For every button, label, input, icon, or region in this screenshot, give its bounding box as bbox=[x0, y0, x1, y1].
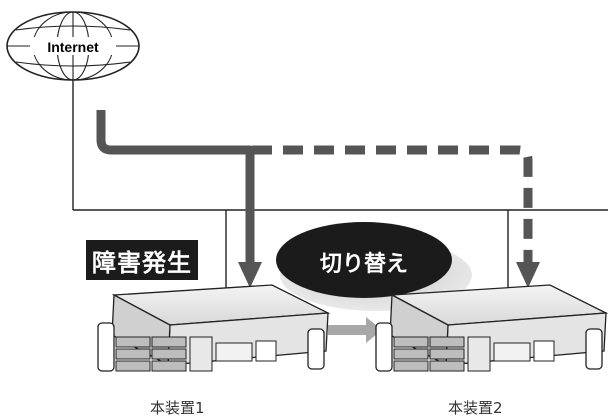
arrow-head-down-icon bbox=[238, 262, 262, 288]
device-1-label: 本装置1 bbox=[150, 399, 205, 417]
internet-globe-icon bbox=[6, 11, 140, 81]
device-2-label: 本装置2 bbox=[448, 399, 503, 417]
device-2-server-icon bbox=[375, 284, 608, 372]
device-1-server-icon bbox=[97, 284, 331, 372]
switchover-label: 切り替え bbox=[319, 252, 408, 277]
standby-traffic-path bbox=[252, 145, 540, 288]
fault-badge: 障害発生 bbox=[86, 240, 198, 280]
replication-arrow bbox=[328, 317, 382, 343]
active-traffic-path bbox=[96, 110, 262, 288]
network-lines bbox=[72, 60, 608, 292]
arrow-right-icon bbox=[366, 317, 382, 343]
arrow-head-down-dashed-icon bbox=[516, 262, 540, 288]
internet-label: Internet bbox=[47, 39, 99, 55]
